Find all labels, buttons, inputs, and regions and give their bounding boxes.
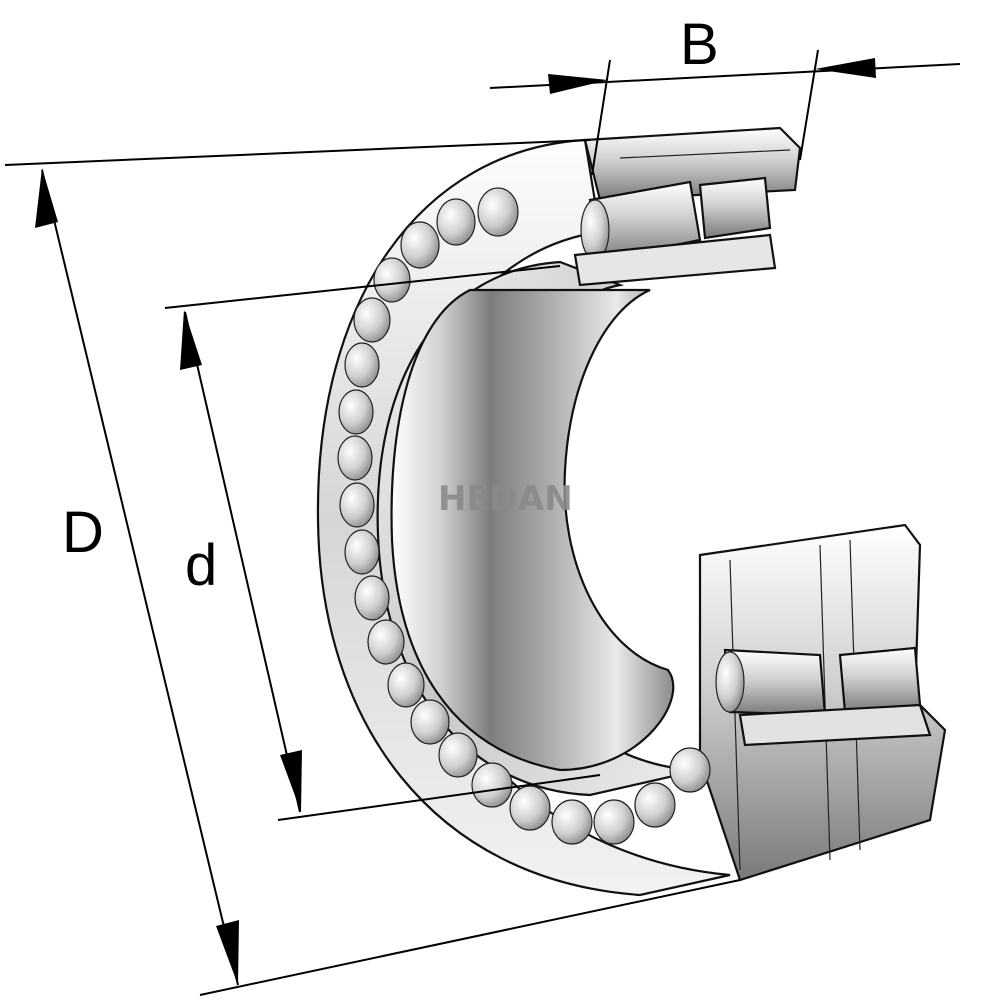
roller: [471, 762, 513, 808]
bearing-inner-ring: HEDAN: [376, 260, 701, 797]
roller: [337, 435, 373, 481]
roller: [410, 699, 450, 745]
section-rollers-bottom: [715, 646, 932, 747]
watermark-text: HEDAN: [438, 479, 573, 519]
roller: [373, 257, 411, 303]
dimension-d: d: [164, 265, 601, 821]
roller: [344, 342, 380, 388]
roller: [344, 529, 380, 575]
arrow-head: [280, 750, 302, 812]
roller: [436, 198, 476, 246]
roller: [400, 221, 440, 269]
roller: [339, 482, 375, 528]
label-width-B: B: [680, 12, 719, 77]
label-bore-diameter-d: d: [185, 533, 217, 598]
section-rollers-top: [573, 176, 777, 287]
roller: [354, 575, 390, 621]
roller: [509, 785, 551, 831]
roller: [438, 732, 478, 778]
roller: [551, 799, 593, 845]
roller: [353, 297, 391, 343]
roller: [338, 389, 374, 435]
roller: [669, 747, 711, 793]
roller: [387, 662, 425, 708]
dimension-B: B: [489, 12, 961, 176]
roller: [367, 619, 405, 665]
roller-row: [337, 187, 711, 845]
roller: [477, 187, 519, 237]
roller: [634, 782, 676, 828]
arrow-head: [180, 310, 202, 370]
dimension-D: D: [4, 139, 741, 996]
arrow-head: [35, 168, 58, 228]
arrow-head: [815, 58, 876, 78]
roller: [593, 799, 635, 845]
arrow-head: [216, 920, 239, 985]
label-outer-diameter-D: D: [62, 500, 104, 565]
arrow-head: [548, 74, 608, 94]
